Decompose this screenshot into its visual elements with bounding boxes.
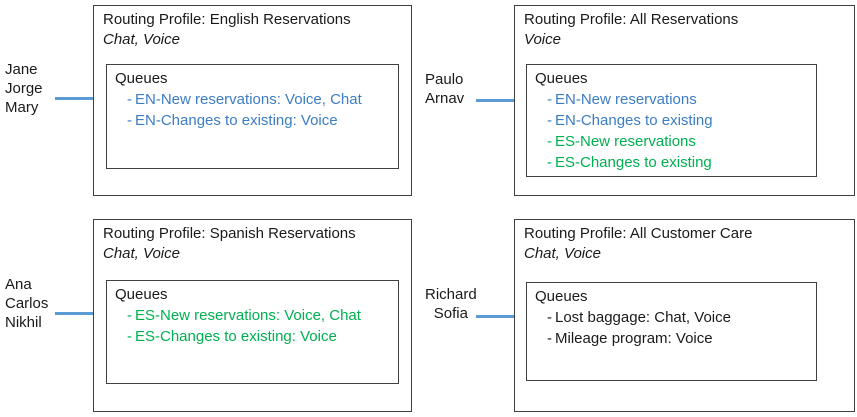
connector-line-all-reservations: [476, 99, 514, 102]
bullet-dash-icon: -: [547, 91, 552, 108]
queues-box: Queues -ES-New reservations: Voice, Chat…: [106, 280, 399, 384]
agent-name: Ana: [5, 276, 32, 293]
profile-title: Routing Profile: All Reservations: [524, 11, 739, 28]
queue-label: Lost baggage: Chat, Voice: [555, 309, 731, 326]
agent-name: Arnav: [425, 90, 465, 107]
profile-channels: Chat, Voice: [103, 31, 180, 48]
profile-title: Routing Profile: All Customer Care: [524, 225, 753, 242]
queue-item[interactable]: -ES-New reservations: [547, 131, 713, 152]
queue-item[interactable]: -EN-Changes to existing: [547, 110, 713, 131]
agent-name: Jane: [5, 61, 38, 78]
agent-group-spanish-reservations: Ana Carlos Nikhil: [5, 275, 48, 332]
queues-box: Queues -EN-New reservations: Voice, Chat…: [106, 64, 399, 169]
agent-group-all-customer-care: Richard Sofia: [425, 285, 477, 323]
profile-title: Routing Profile: Spanish Reservations: [103, 225, 356, 242]
queue-label: EN-Changes to existing: [555, 112, 713, 129]
profile-channels: Chat, Voice: [524, 245, 601, 262]
routing-profile-card-spanish-reservations[interactable]: Routing Profile: Spanish Reservations Ch…: [93, 219, 412, 412]
queues-list: -EN-New reservations: Voice, Chat -EN-Ch…: [127, 89, 362, 131]
queue-label: ES-New reservations: [555, 133, 696, 150]
agent-name: Mary: [5, 99, 39, 116]
agent-name: Carlos: [5, 295, 49, 312]
queues-heading: Queues: [535, 288, 588, 305]
queue-item[interactable]: -Lost baggage: Chat, Voice: [547, 307, 731, 328]
queues-box: Queues -EN-New reservations -EN-Changes …: [526, 64, 817, 177]
connector-line-spanish-reservations: [55, 312, 93, 315]
bullet-dash-icon: -: [127, 307, 132, 324]
queues-heading: Queues: [115, 286, 168, 303]
queue-label: EN-New reservations: Voice, Chat: [135, 91, 362, 108]
queues-list: -EN-New reservations -EN-Changes to exis…: [547, 89, 713, 173]
queues-heading: Queues: [115, 70, 168, 87]
queue-item[interactable]: -Mileage program: Voice: [547, 328, 731, 349]
queue-item[interactable]: -ES-New reservations: Voice, Chat: [127, 305, 361, 326]
queues-box: Queues -Lost baggage: Chat, Voice -Milea…: [526, 282, 817, 381]
queues-list: -ES-New reservations: Voice, Chat -ES-Ch…: [127, 305, 361, 347]
profile-title: Routing Profile: English Reservations: [103, 11, 351, 28]
bullet-dash-icon: -: [127, 112, 132, 129]
connector-line-english-reservations: [55, 97, 93, 100]
queue-label: ES-Changes to existing: Voice: [135, 328, 337, 345]
queue-label: EN-New reservations: [555, 91, 697, 108]
queues-heading: Queues: [535, 70, 588, 87]
queue-item[interactable]: -EN-New reservations: Voice, Chat: [127, 89, 362, 110]
connector-line-all-customer-care: [476, 315, 514, 318]
profile-channels: Voice: [524, 31, 561, 48]
queue-item[interactable]: -ES-Changes to existing: Voice: [127, 326, 361, 347]
profile-channels: Chat, Voice: [103, 245, 180, 262]
queue-label: ES-New reservations: Voice, Chat: [135, 307, 361, 324]
queues-list: -Lost baggage: Chat, Voice -Mileage prog…: [547, 307, 731, 349]
bullet-dash-icon: -: [547, 330, 552, 347]
bullet-dash-icon: -: [127, 91, 132, 108]
bullet-dash-icon: -: [547, 309, 552, 326]
queue-label: Mileage program: Voice: [555, 330, 713, 347]
bullet-dash-icon: -: [547, 112, 552, 129]
agent-name: Richard: [425, 286, 477, 303]
queue-item[interactable]: -EN-Changes to existing: Voice: [127, 110, 362, 131]
queue-item[interactable]: -EN-New reservations: [547, 89, 713, 110]
bullet-dash-icon: -: [547, 133, 552, 150]
agent-name: Sofia: [433, 305, 468, 322]
queue-item[interactable]: -ES-Changes to existing: [547, 152, 713, 173]
agent-group-all-reservations: Paulo Arnav: [425, 70, 464, 108]
routing-profile-card-english-reservations[interactable]: Routing Profile: English Reservations Ch…: [93, 5, 412, 196]
bullet-dash-icon: -: [547, 154, 552, 171]
agent-name: Paulo: [425, 71, 464, 88]
agent-name: Jorge: [5, 80, 43, 97]
queue-label: ES-Changes to existing: [555, 154, 712, 171]
routing-profile-card-all-reservations[interactable]: Routing Profile: All Reservations Voice …: [514, 5, 855, 196]
agent-group-english-reservations: Jane Jorge Mary: [5, 60, 43, 117]
agent-name: Nikhil: [5, 314, 42, 331]
bullet-dash-icon: -: [127, 328, 132, 345]
routing-profile-card-all-customer-care[interactable]: Routing Profile: All Customer Care Chat,…: [514, 219, 855, 412]
queue-label: EN-Changes to existing: Voice: [135, 112, 338, 129]
